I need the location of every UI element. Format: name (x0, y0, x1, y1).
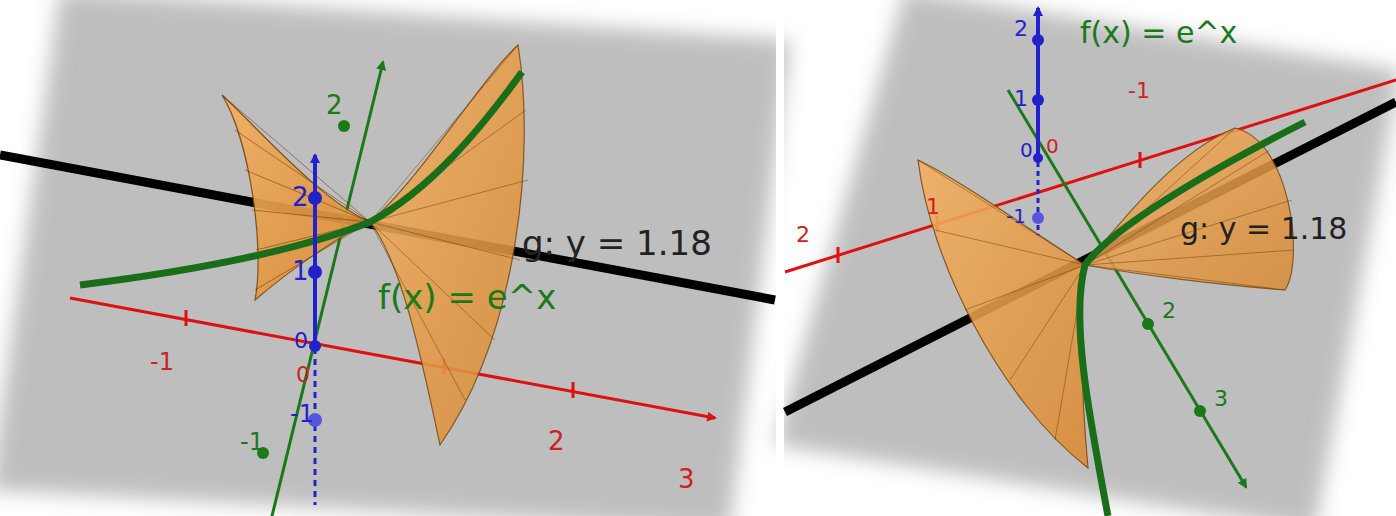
axis-tick: 0 (294, 330, 308, 352)
axis-tick: 1 (926, 196, 940, 218)
line-label: g: y = 1.18 (1180, 214, 1347, 244)
axis-tick: 0 (1046, 136, 1059, 156)
axis-tick: -1 (1128, 80, 1150, 102)
curve-label: f(x) = e^x (378, 280, 556, 314)
axis-tick: 1 (1014, 88, 1028, 110)
curve-label: f(x) = e^x (1080, 18, 1237, 48)
line-label: g: y = 1.18 (522, 226, 712, 260)
axis-tick: 2 (1162, 300, 1176, 322)
axis-tick: 0 (1020, 140, 1033, 160)
axis-tick: 2 (326, 92, 343, 118)
axis-tick: -1 (1006, 206, 1026, 226)
axis-tick: 2 (292, 184, 309, 210)
axis-tick: 2 (796, 224, 810, 246)
axis-tick: 2 (548, 428, 565, 454)
axis-tick: 3 (1214, 388, 1228, 410)
axis-tick: -1 (150, 350, 174, 374)
axis-tick: 1 (292, 258, 309, 284)
axis-tick: 0 (296, 364, 310, 386)
axis-tick: 2 (1014, 18, 1028, 40)
axis-tick: -1 (290, 402, 314, 426)
axis-tick: -1 (240, 430, 264, 454)
axis-tick: 3 (678, 466, 695, 492)
